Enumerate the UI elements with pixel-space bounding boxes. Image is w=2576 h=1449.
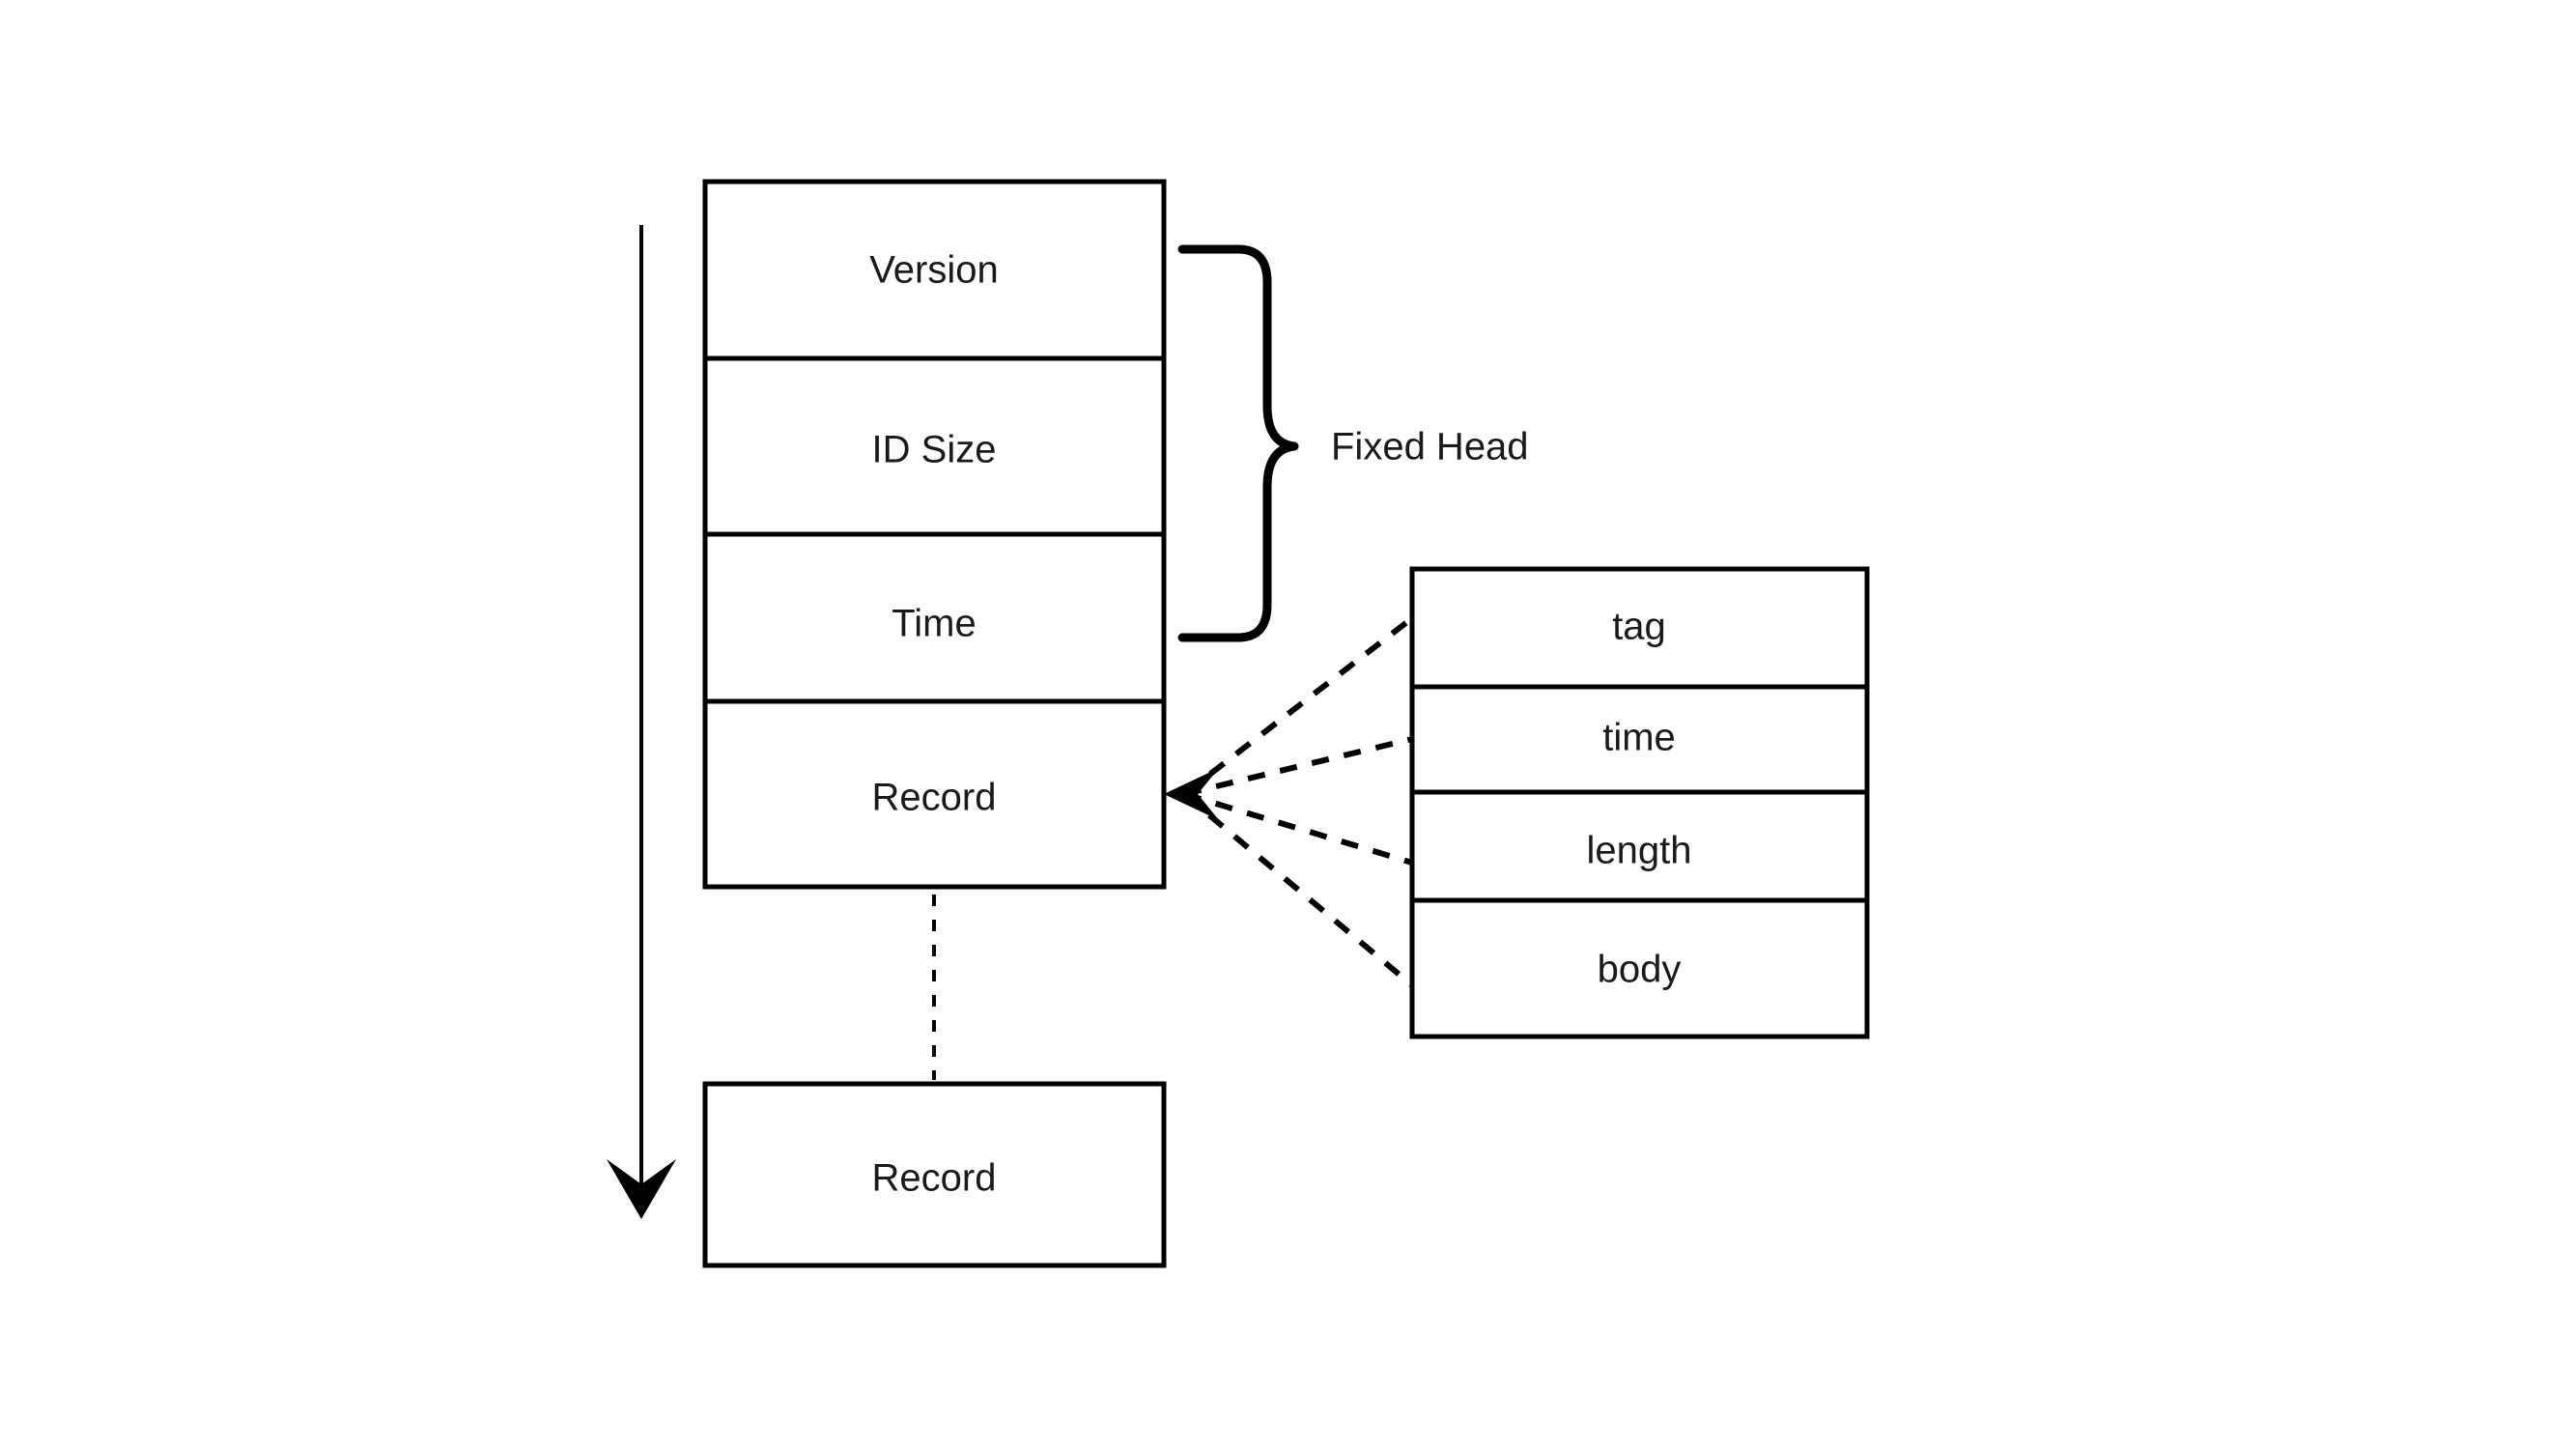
- row-label-id-size: ID Size: [872, 429, 997, 471]
- detail-label-time: time: [1602, 717, 1676, 759]
- file-layout-block: Version ID Size Time Record: [702, 179, 1167, 890]
- curly-brace-icon: [1177, 244, 1299, 642]
- expansion-link-length: [1183, 791, 1413, 866]
- expansion-link-tag: [1182, 615, 1414, 797]
- detail-label-body: body: [1598, 949, 1682, 991]
- downward-flow-arrow: [607, 225, 676, 1219]
- expansion-arrow-head-icon: [1164, 768, 1219, 820]
- row-label-record: Record: [872, 777, 997, 819]
- detail-label-length: length: [1587, 830, 1692, 872]
- expansion-link-body: [1182, 791, 1414, 988]
- trailing-record-label: Record: [872, 1157, 997, 1200]
- trailing-record-outline: [702, 1081, 1167, 1268]
- trailing-record-block: Record: [702, 1081, 1167, 1268]
- record-expansion-links: [1164, 615, 1414, 988]
- fixed-head-label: Fixed Head: [1331, 426, 1529, 469]
- expansion-link-time: [1183, 736, 1413, 797]
- flow-arrow-head-icon: [607, 1159, 676, 1219]
- record-detail-outline: [1409, 566, 1870, 1039]
- row-label-version: Version: [869, 249, 998, 292]
- row-label-time: Time: [892, 603, 976, 645]
- record-detail-block: tag time length body: [1409, 566, 1870, 1039]
- fixed-head-brace-group: Fixed Head: [1177, 244, 1529, 642]
- detail-label-tag: tag: [1612, 606, 1666, 648]
